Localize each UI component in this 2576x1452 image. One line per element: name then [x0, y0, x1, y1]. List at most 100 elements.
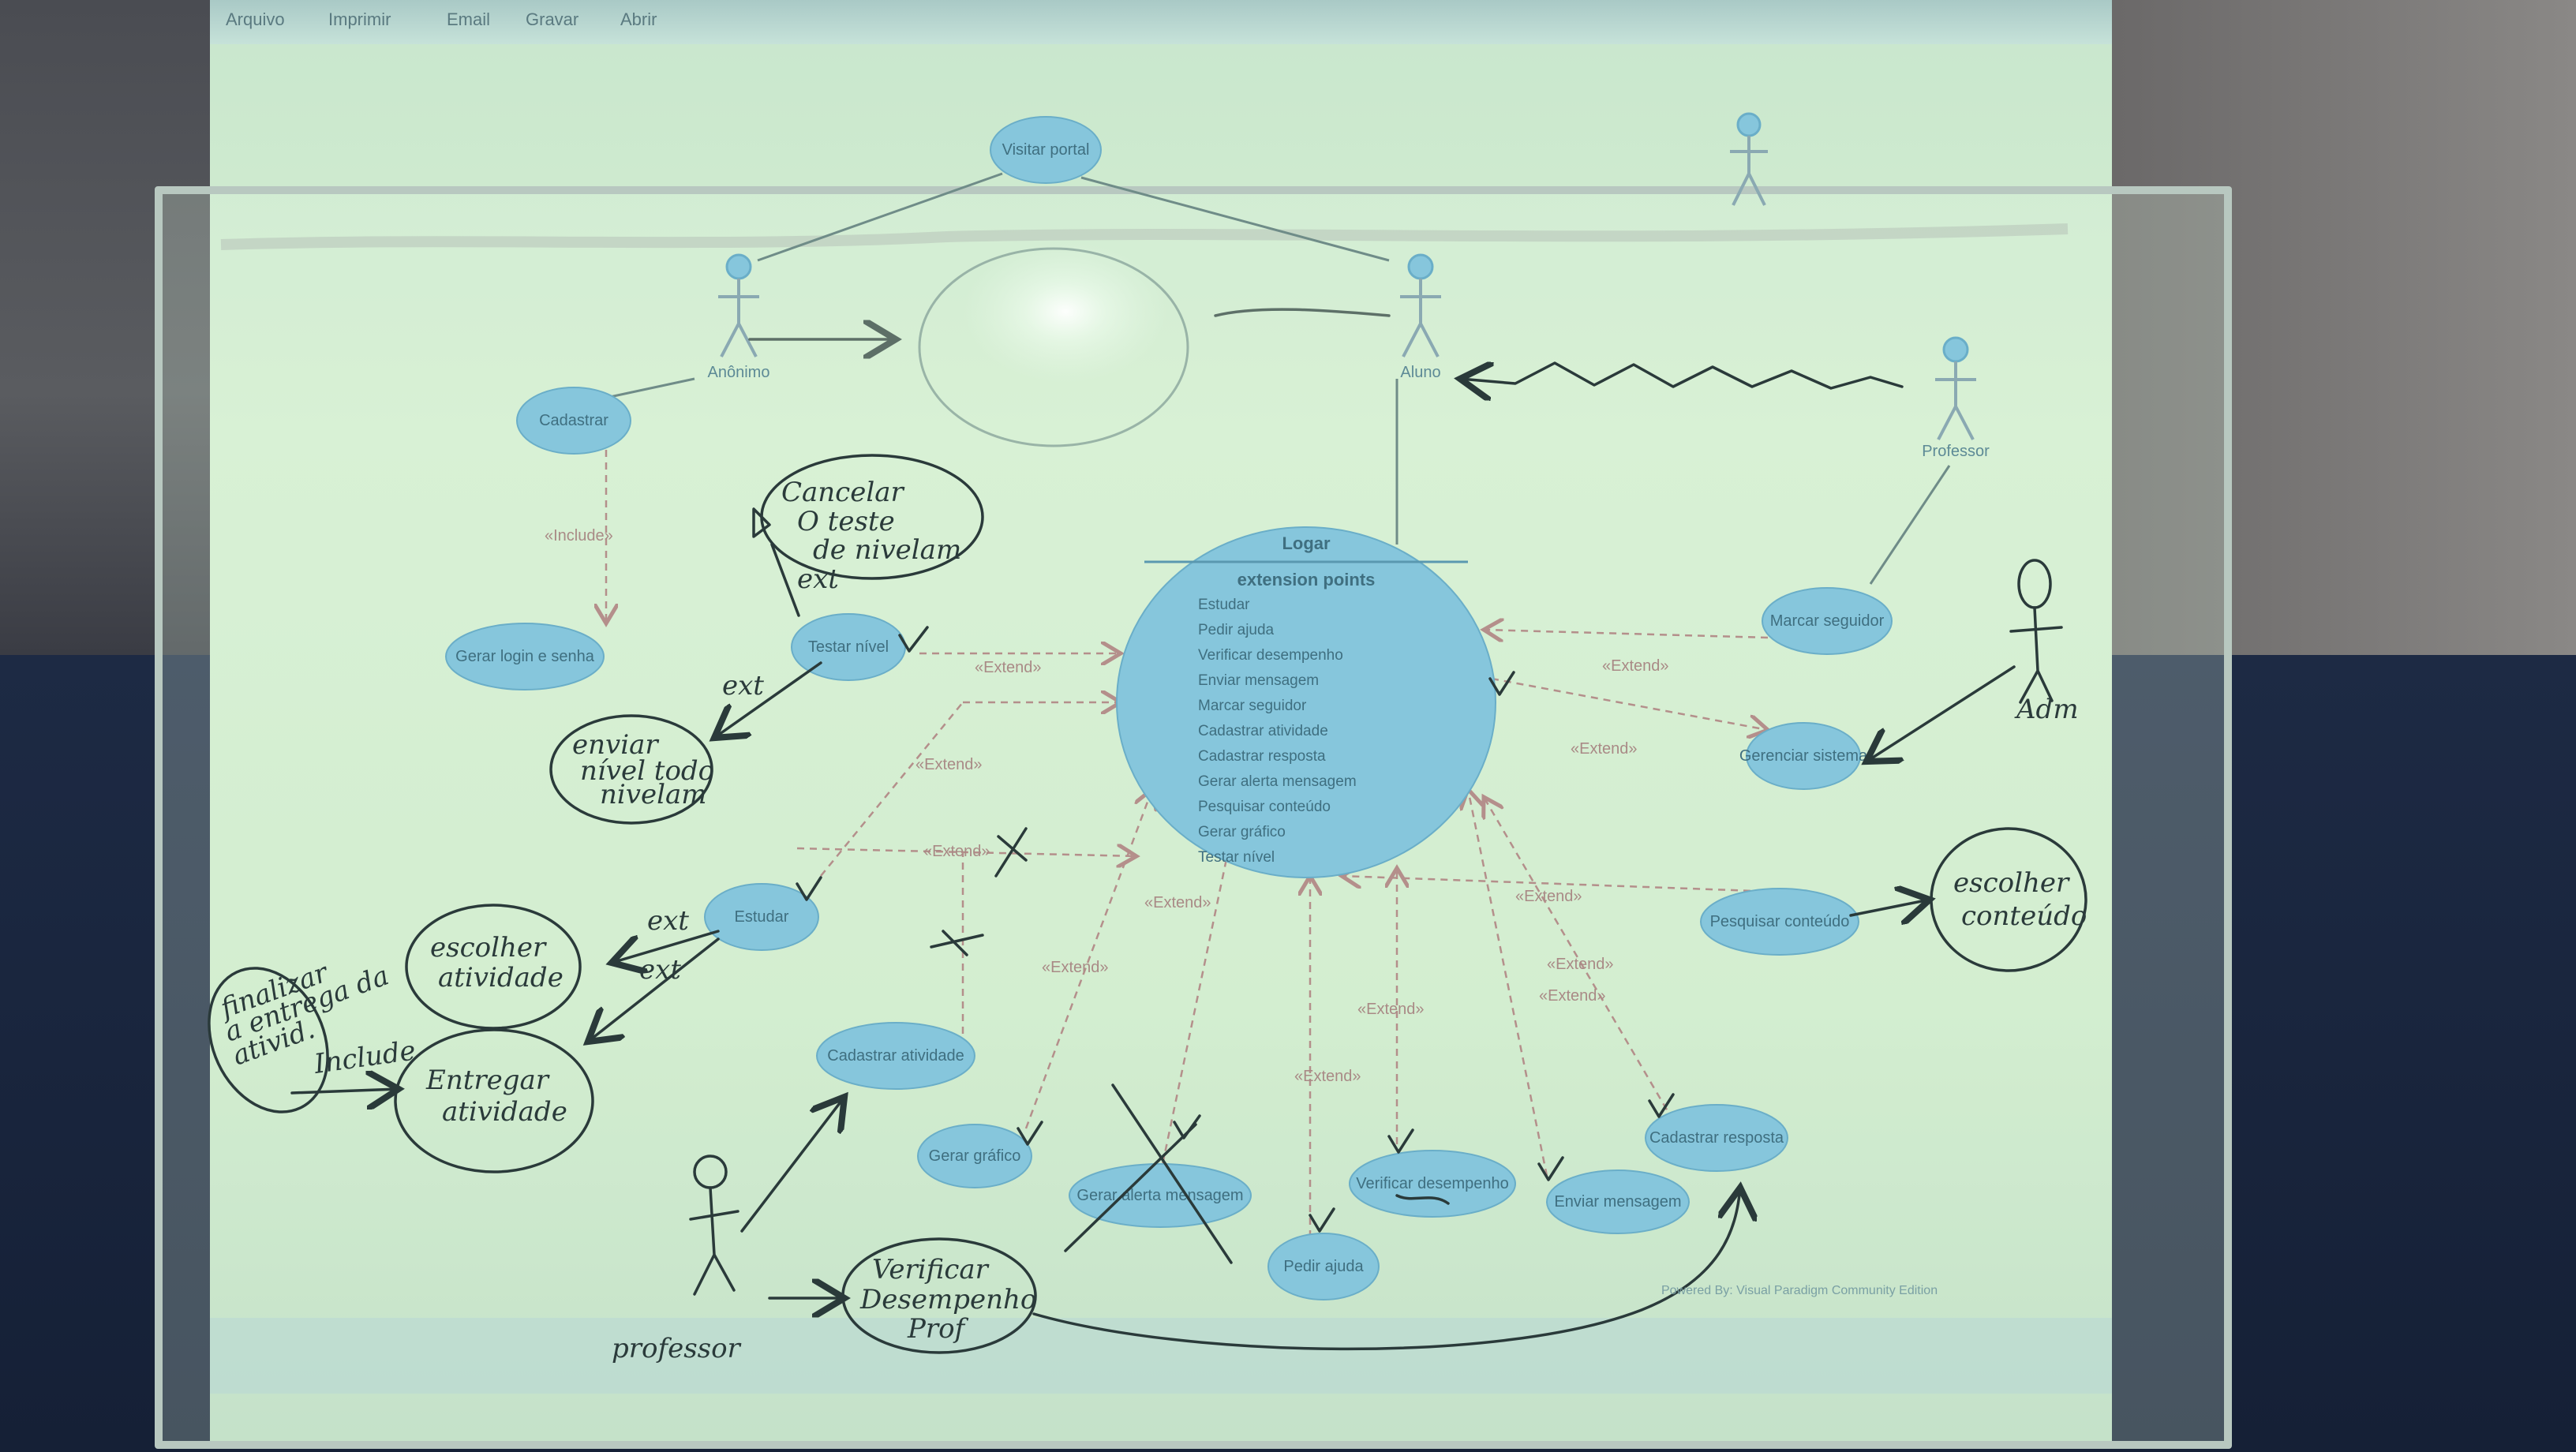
extend-label-x: «Extend» — [923, 843, 990, 860]
svg-text:Enviar mensagem: Enviar mensagem — [1554, 1193, 1681, 1211]
extend-label-resposta-a: «Extend» — [1547, 956, 1614, 973]
extend-label-grafico: «Extend» — [1144, 894, 1211, 911]
svg-text:de nivelam: de nivelam — [813, 534, 961, 566]
svg-text:Gerenciar sistema: Gerenciar sistema — [1739, 747, 1868, 765]
svg-text:Cadastrar resposta: Cadastrar resposta — [1649, 1129, 1784, 1147]
svg-text:professor: professor — [612, 1333, 742, 1364]
svg-text:Gerar login e senha: Gerar login e senha — [455, 648, 595, 665]
logar-extension-point: Pedir ajuda — [1198, 622, 1275, 638]
use-case-pedir-ajuda[interactable]: Pedir ajuda — [1267, 1233, 1380, 1300]
svg-text:conteúdo: conteúdo — [1961, 900, 2087, 932]
relation-labels: «Include» «Extend» «Extend» «Extend» «Ex… — [545, 527, 1669, 1085]
svg-text:Visitar portal: Visitar portal — [1002, 141, 1090, 159]
svg-text:Gerar gráfico: Gerar gráfico — [929, 1147, 1021, 1165]
svg-text:enviar: enviar — [572, 729, 659, 761]
eraser-smudge — [220, 223, 2069, 250]
svg-text:Verificar desempenho: Verificar desempenho — [1356, 1175, 1508, 1192]
extend-label-resposta-b: «Extend» — [1539, 987, 1606, 1005]
logar-extension-point: Cadastrar atividade — [1198, 723, 1328, 739]
svg-text:atividade: atividade — [438, 962, 564, 994]
logar-extension-point: Estudar — [1198, 597, 1250, 613]
svg-text:ext: ext — [647, 905, 689, 937]
menu-bar: Arquivo Imprimir Email Gravar Abrir — [210, 0, 2112, 44]
use-case-gerenciar-sistema[interactable]: Gerenciar sistema — [1739, 722, 1868, 790]
include-label: «Include» — [545, 527, 613, 544]
use-case-enviar-mensagem[interactable]: Enviar mensagem — [1546, 1169, 1690, 1234]
svg-text:nivelam: nivelam — [600, 779, 707, 810]
logar-extension-point: Testar nível — [1198, 849, 1275, 866]
logar-extension-point: Pesquisar conteúdo — [1198, 799, 1331, 815]
menu-arquivo[interactable]: Arquivo — [226, 9, 285, 29]
use-case-pesquisar-conteudo[interactable]: Pesquisar conteúdo — [1700, 888, 1859, 956]
logar-extension-point: Enviar mensagem — [1198, 672, 1319, 689]
extend-label-ajuda: «Extend» — [1294, 1068, 1361, 1085]
use-case-visitar-portal[interactable]: Visitar portal — [990, 116, 1102, 184]
logar-extension-point: Marcar seguidor — [1198, 698, 1307, 714]
use-case-gerar-alerta[interactable]: Gerar alerta mensagem — [1069, 1163, 1252, 1228]
svg-text:Pedir ajuda: Pedir ajuda — [1283, 1258, 1364, 1275]
menu-email[interactable]: Email — [447, 9, 491, 29]
use-case-marcar-seguidor[interactable]: Marcar seguidor — [1762, 587, 1893, 655]
extend-label-alerta: «Extend» — [1042, 959, 1109, 976]
svg-text:Gerar alerta mensagem: Gerar alerta mensagem — [1076, 1187, 1243, 1204]
actor-professor[interactable]: Professor — [1922, 336, 1990, 460]
svg-text:atividade: atividade — [442, 1096, 567, 1128]
svg-text:Cadastrar atividade: Cadastrar atividade — [827, 1047, 964, 1065]
svg-text:ext: ext — [722, 670, 764, 702]
extend-relations — [606, 450, 1777, 1263]
logar-extension-point: Verificar desempenho — [1198, 647, 1343, 664]
actor-anonimo-label: Anônimo — [708, 364, 770, 381]
svg-text:Cancelar: Cancelar — [781, 477, 904, 508]
actor-anonimo[interactable]: Anônimo — [708, 253, 770, 381]
svg-text:Estudar: Estudar — [735, 908, 789, 926]
svg-text:ext: ext — [797, 563, 839, 595]
status-bar — [210, 1318, 2112, 1394]
actor-aluno[interactable]: Aluno — [1400, 253, 1441, 381]
extend-label-gerenciar: «Extend» — [1571, 740, 1638, 758]
logar-extension-point: Cadastrar resposta — [1198, 748, 1326, 765]
actor-aluno-label: Aluno — [1400, 364, 1440, 381]
svg-text:O teste: O teste — [797, 506, 895, 537]
svg-text:nível todo: nível todo — [580, 755, 714, 787]
svg-text:Adm: Adm — [2014, 694, 2079, 725]
menu-abrir[interactable]: Abrir — [620, 9, 657, 29]
extend-label-verificar: «Extend» — [1357, 1001, 1425, 1018]
extend-label-testar: «Extend» — [975, 659, 1042, 676]
background-wall-right — [2102, 0, 2576, 655]
svg-text:Desempenho: Desempenho — [859, 1284, 1036, 1315]
svg-text:Pesquisar conteúdo: Pesquisar conteúdo — [1710, 913, 1850, 930]
use-case-verificar-desempenho[interactable]: Verificar desempenho — [1349, 1150, 1516, 1218]
logar-extension-header: extension points — [1237, 570, 1376, 589]
menu-gravar[interactable]: Gravar — [526, 9, 579, 29]
svg-text:Testar nível: Testar nível — [808, 638, 889, 656]
svg-text:Entregar: Entregar — [425, 1065, 550, 1096]
logar-extension-point: Gerar alerta mensagem — [1198, 773, 1357, 790]
logar-extension-point: Gerar gráfico — [1198, 824, 1286, 840]
extend-label-marcar: «Extend» — [1602, 657, 1669, 675]
extend-label-pesquisar: «Extend» — [1515, 888, 1582, 905]
associations — [583, 172, 1951, 585]
use-case-cadastrar-resposta[interactable]: Cadastrar resposta — [1645, 1104, 1788, 1172]
actor-top — [1730, 112, 1768, 206]
actor-professor-label: Professor — [1922, 443, 1990, 460]
svg-text:ext: ext — [639, 954, 681, 986]
svg-text:Cadastrar: Cadastrar — [539, 412, 608, 429]
svg-text:escolher: escolher — [1953, 867, 2070, 899]
use-case-gerar-grafico[interactable]: Gerar gráfico — [917, 1124, 1032, 1188]
svg-text:Prof: Prof — [907, 1313, 969, 1345]
menu-imprimir[interactable]: Imprimir — [328, 9, 391, 29]
use-case-estudar[interactable]: Estudar — [704, 883, 819, 951]
use-case-gerar-login[interactable]: Gerar login e senha — [445, 623, 605, 690]
svg-text:escolher: escolher — [430, 932, 547, 964]
footer-credit: Powered By: Visual Paradigm Community Ed… — [1661, 1284, 1938, 1297]
use-case-cadastrar[interactable]: Cadastrar — [516, 387, 631, 455]
logar-title: Logar — [1282, 533, 1331, 553]
svg-text:Marcar seguidor: Marcar seguidor — [1770, 612, 1885, 630]
svg-text:Verificar: Verificar — [872, 1254, 990, 1285]
projector-glare — [963, 241, 1168, 383]
use-case-cadastrar-atividade[interactable]: Cadastrar atividade — [816, 1022, 975, 1090]
extend-label-estudar: «Extend» — [915, 756, 983, 773]
